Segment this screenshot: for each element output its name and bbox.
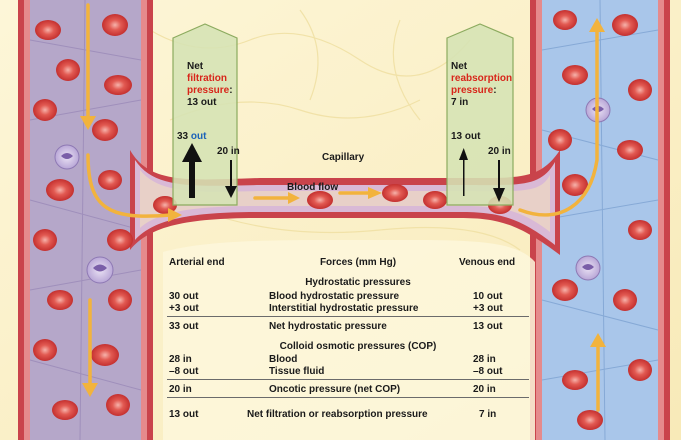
table-header-row: Arterial end Forces (mm Hg) Venous end [163,257,533,269]
header-arterial: Arterial end [169,257,225,268]
osmotic-total-arterial: 20 in [169,384,192,395]
table-row: 28 in Blood 28 in [163,354,533,366]
venous-callout-word: Net [451,61,468,72]
header-forces: Forces (mm Hg) [319,257,397,268]
table-row: –8 out Tissue fluid –8 out [163,366,533,378]
arteriole [18,0,153,440]
blood-flow-label: Blood flow [287,182,339,193]
flow-arrow-arteriole-turn [86,153,172,218]
table-panel [163,240,535,440]
hydro-row-1-venous: 10 out [473,291,503,302]
arterial-callout-highlight-2: pressure [187,85,230,96]
venous-in-label: 20 in [488,146,511,157]
venous-out-arrow [459,148,468,160]
table-row: +3 out Interstitial hydrostatic pressure… [163,303,533,315]
osmotic-row-1-venous: 28 in [473,354,496,365]
arterial-callout-box [172,23,238,206]
hydro-total-arterial: 33 out [169,321,199,332]
pressure-table: Arterial end Forces (mm Hg) Venous end H… [163,255,533,435]
venous-net-value: 7 in [451,97,469,108]
arterial-callout-word: Net [187,61,204,72]
table-row: 33 out Net hydrostatic pressure 13 out [163,321,533,333]
osmotic-row-2-force: Tissue fluid [269,366,325,377]
white-blood-cells [54,97,611,284]
osmotic-total-venous: 20 in [473,384,496,395]
arterial-callout-colon: : [229,85,233,96]
arterial-out-label: 33 out [177,131,206,143]
hydrostatic-section-title: Hydrostatic pressures [305,277,411,288]
net-arterial: 13 out [169,409,199,420]
venous-callout-box [446,23,514,206]
flow-arrows [86,3,600,412]
venous-callout-colon: : [493,85,497,96]
net-force: Net filtration or reabsorption pressure [247,409,428,420]
arterial-in-label: 20 in [217,146,240,157]
arterial-callout-highlight-1: filtration [187,73,227,84]
hydrostatic-divider [167,316,529,317]
osmotic-divider [167,379,529,380]
arterial-callout-title: Net filtration pressure: 13 out [187,61,233,109]
hydro-row-1-force: Blood hydrostatic pressure [269,291,400,302]
venous-callout-highlight-1: reabsorption [451,73,513,84]
flow-arrowheads [80,18,606,397]
table-row: 30 out Blood hydrostatic pressure 10 out [163,291,533,303]
arterial-out-direction: out [190,131,207,142]
osmotic-section: Colloid osmotic pressures (COP) [163,341,533,353]
arterial-out-arrow [182,143,202,162]
hydro-total-force: Net hydrostatic pressure [269,321,387,332]
osmotic-total-force: Oncotic pressure (net COP) [269,384,401,395]
osmotic-row-1-arterial: 28 in [169,354,192,365]
capillary-vessel [130,150,560,255]
venous-callout-highlight-2: pressure [451,85,494,96]
flow-arrow-venule-turn [518,28,599,217]
venous-in-arrow [493,188,505,202]
osmotic-row-2-arterial: –8 out [169,366,199,377]
hydro-row-2-force: Interstitial hydrostatic pressure [269,303,419,314]
hydro-total-venous: 13 out [473,321,503,332]
arterial-net-value: 13 out [187,97,217,108]
net-divider [167,397,529,398]
osmotic-row-2-venous: –8 out [473,366,503,377]
arterial-in-arrow [225,186,237,198]
hydro-row-1-arterial: 30 out [169,291,199,302]
hydro-row-2-arterial: +3 out [169,303,199,314]
capillary-label: Capillary [322,152,365,163]
arterial-out-value: 33 [177,131,189,142]
hydrostatic-section: Hydrostatic pressures [163,277,533,289]
red-blood-cells [33,10,652,430]
net-row: 13 out Net filtration or reabsorption pr… [163,409,533,421]
pressure-arrows [182,143,505,202]
venous-callout-title: Net reabsorption pressure: 7 in [451,61,512,109]
osmotic-row-1-force: Blood [269,354,298,365]
hydro-row-2-venous: +3 out [473,303,503,314]
net-venous: 7 in [479,409,497,420]
osmotic-section-title: Colloid osmotic pressures (COP) [279,341,437,352]
header-venous: Venous end [459,257,516,268]
table-row: 20 in Oncotic pressure (net COP) 20 in [163,384,533,396]
venous-out-label: 13 out [451,131,481,142]
